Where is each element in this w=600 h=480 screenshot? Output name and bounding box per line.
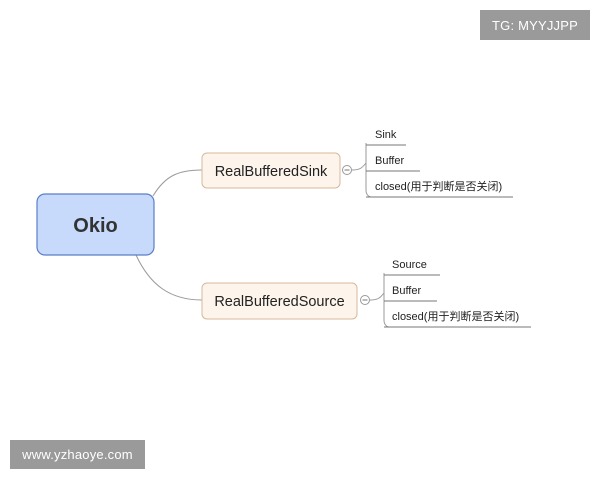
branch-node-source-label: RealBufferedSource [214, 294, 344, 310]
collapse-toggle-sink[interactable] [342, 165, 352, 175]
leaf-source-0[interactable]: Source [384, 259, 440, 276]
root-node-label: Okio [73, 215, 117, 237]
connector-root-to-source [135, 254, 203, 301]
branch-node-source[interactable]: RealBufferedSource [201, 282, 358, 320]
leaf-sink-2-label: closed(用于判断是否关闭) [375, 179, 502, 193]
collapse-toggle-source[interactable] [360, 295, 370, 305]
leaf-source-2[interactable]: closed(用于判断是否关闭) [384, 309, 531, 328]
leaf-connector-sink [351, 143, 373, 198]
leaf-connector-source [369, 273, 391, 328]
root-node[interactable]: Okio [36, 193, 155, 256]
watermark-top-right: TG: MYYJJPP [480, 10, 590, 40]
leaf-sink-1[interactable]: Buffer [366, 155, 420, 172]
root-node-box [36, 193, 155, 256]
branch-node-sink-box [201, 152, 341, 189]
leaf-sink-2[interactable]: closed(用于判断是否关闭) [366, 179, 513, 198]
leaf-source-1-label: Buffer [392, 285, 421, 297]
leaf-source-1[interactable]: Buffer [384, 285, 437, 302]
leaf-sink-0-label: Sink [375, 129, 397, 141]
leaf-sink-0[interactable]: Sink [366, 129, 406, 146]
branch-node-sink-label: RealBufferedSink [215, 164, 328, 180]
branch-node-sink[interactable]: RealBufferedSink [201, 152, 341, 189]
leaf-source-2-label: closed(用于判断是否关闭) [392, 309, 519, 323]
branch-node-source-box [201, 282, 358, 320]
leaf-source-0-label: Source [392, 259, 427, 271]
leaf-sink-1-label: Buffer [375, 155, 404, 167]
watermark-bottom-left: www.yzhaoye.com [10, 440, 145, 469]
connector-root-to-sink [152, 169, 203, 197]
